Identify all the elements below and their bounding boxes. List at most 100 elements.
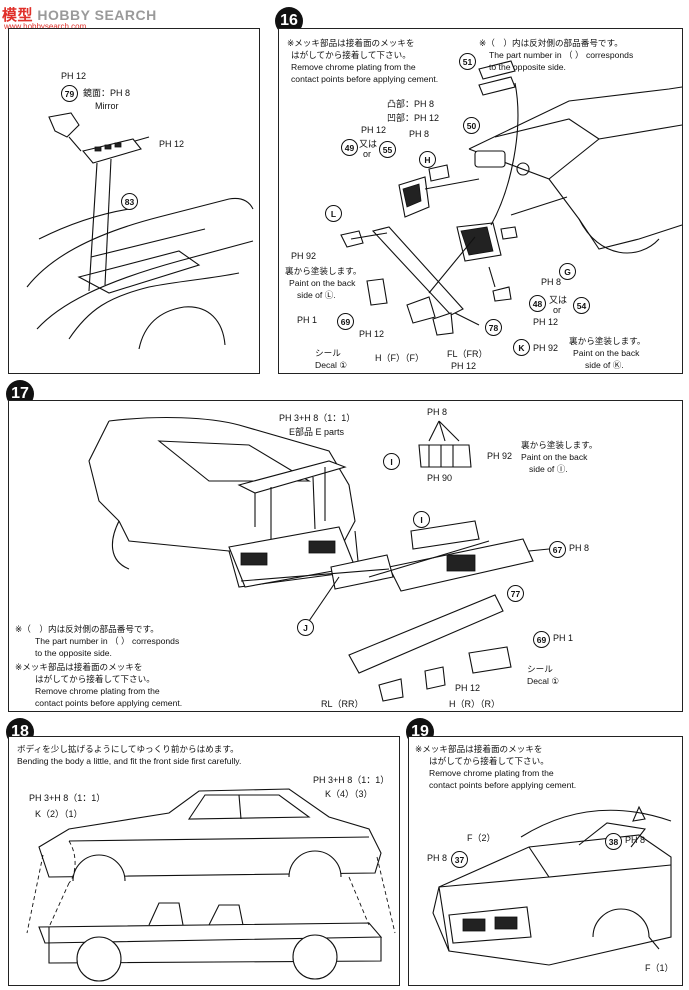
step16-part-55: 55 — [379, 141, 396, 158]
step17-part-69: 69 — [533, 631, 550, 648]
step16-ph12a: PH 12 — [361, 125, 387, 135]
step19-F2: F（2） — [467, 833, 496, 843]
step15-mirror-en: Mirror — [95, 101, 119, 111]
step16-part-78: 78 — [485, 319, 502, 336]
step17-part-67: 67 — [549, 541, 566, 558]
step16-ph12c: PH 12 — [451, 361, 477, 371]
step16-note-en1: Remove chrome plating from the — [291, 62, 416, 72]
step19-ph8b: PH 8 — [427, 853, 448, 863]
step16-ph92a: PH 92 — [291, 251, 317, 261]
step16-ph8b: PH 8 — [541, 277, 562, 287]
step16-back-en1: Paint on the back — [289, 278, 356, 288]
step17-back-en1: Paint on the back — [521, 452, 588, 462]
step16-paren-en2: to the opposite side. — [489, 62, 566, 72]
step16-part-48: 48 — [529, 295, 546, 312]
step16-paren-en1: The part number in （ ） corresponds — [489, 50, 634, 60]
step17-drawing — [88, 416, 550, 702]
step16-FL: FL（FR） — [447, 349, 488, 359]
step17-decal-ja: シール — [527, 664, 553, 674]
step18-inst-en: Bending the body a little, and fit the f… — [17, 756, 242, 766]
step16-part-51: 51 — [459, 53, 476, 70]
step17-ph8: PH 8 — [427, 407, 448, 417]
step17-ph90: PH 90 — [427, 473, 453, 483]
step16-note-ja2: はがしてから接着して下さい。 — [291, 50, 411, 60]
step17-ph12: PH 12 — [455, 683, 481, 693]
step18-mix-right: PH 3+H 8（1：1） — [313, 775, 390, 785]
step17-paren-en1: The part number in （ ） corresponds — [35, 636, 180, 646]
step16-back2-en1: Paint on the back — [573, 348, 640, 358]
step16-paren-ja: ※（ ）内は反対側の部品番号です。 — [479, 38, 623, 48]
step17-HR: H（R）（R） — [449, 699, 500, 709]
step16-HF: H（F）（F） — [375, 353, 424, 363]
step19-note-ja2: はがしてから接着して下さい。 — [429, 756, 549, 766]
step16-back-en2: side of Ⓛ. — [297, 290, 336, 300]
step16-back2-en2: side of Ⓚ. — [585, 360, 624, 370]
step17-eparts: E部品 E parts — [289, 427, 345, 437]
step15-drawing — [26, 112, 254, 350]
step17-note-ja2: はがしてから接着して下さい。 — [35, 674, 155, 684]
step16-part-H: H — [419, 151, 436, 168]
step16-decal-en: Decal ① — [315, 360, 348, 370]
step16-part-49: 49 — [341, 139, 358, 156]
step18-inst-ja: ボディを少し拡げるようにしてゆっくり前からはめます。 — [17, 744, 239, 754]
step16-part-50: 50 — [463, 117, 480, 134]
step17-part-I2: I — [413, 511, 430, 528]
step15-part-83: 83 — [121, 193, 138, 210]
step16-part-69: 69 — [337, 313, 354, 330]
step15-part-79: 79 — [61, 85, 78, 102]
step17-RL: RL（RR） — [321, 699, 364, 709]
step16-note-ja1: ※メッキ部品は接着面のメッキを — [287, 38, 415, 48]
step16-back2-ja: 裏から塗装します。 — [569, 336, 646, 346]
step16-ph12d: PH 12 — [533, 317, 559, 327]
step17-ph8b: PH 8 — [569, 543, 590, 553]
step16-drawing — [340, 60, 683, 336]
step19-panel: ※メッキ部品は接着面のメッキを はがしてから接着して下さい。 Remove ch… — [408, 736, 683, 986]
step19-note-ja1: ※メッキ部品は接着面のメッキを — [415, 744, 543, 754]
step16-concave: 凹部：PH 12 — [387, 113, 440, 123]
step16-panel: ※メッキ部品は接着面のメッキを はがしてから接着して下さい。 Remove ch… — [278, 28, 683, 374]
step16-or-ja1: 又は — [359, 139, 378, 149]
step17-paren-en2: to the opposite side. — [35, 648, 112, 658]
step17-ph1: PH 1 — [553, 633, 574, 643]
step16-part-K: K — [513, 339, 530, 356]
step19-drawing — [432, 805, 672, 966]
step18-K4: K（4）（3） — [325, 789, 373, 799]
step17-ph92: PH 92 — [487, 451, 513, 461]
step16-ph1: PH 1 — [297, 315, 318, 325]
step16-convex: 凸部：PH 8 — [387, 99, 435, 109]
step17-part-I: I — [383, 453, 400, 470]
step16-ph12b: PH 12 — [359, 329, 385, 339]
step16-or2: or — [553, 305, 562, 315]
step19-ph8a: PH 8 — [625, 835, 646, 845]
step16-or1: or — [363, 149, 372, 159]
step16-part-G: G — [559, 263, 576, 280]
step16-note-en2: contact points before applying cement. — [291, 74, 439, 84]
step17-paren-ja: ※（ ）内は反対側の部品番号です。 — [15, 624, 159, 634]
step17-note-en1: Remove chrome plating from the — [35, 686, 160, 696]
step16-back-ja: 裏から塗装します。 — [285, 266, 362, 276]
step19-F1: F（1） — [645, 963, 674, 973]
step18-mix-left: PH 3+H 8（1：1） — [29, 793, 106, 803]
step18-K2: K（2）（1） — [35, 809, 83, 819]
watermark-url: www.hobbysearch.com — [4, 22, 87, 31]
step17-decal-en: Decal ① — [527, 676, 560, 686]
step19-part-37: 37 — [451, 851, 468, 868]
step19-part-38: 38 — [605, 833, 622, 850]
watermark: 模型 HOBBY SEARCH www.hobbysearch.com — [2, 4, 157, 31]
step19-note-en1: Remove chrome plating from the — [429, 768, 554, 778]
step16-part-L: L — [325, 205, 342, 222]
step15-panel: PH 12 79 鏡面：PH 8 Mirror PH 12 83 — [8, 28, 260, 374]
step17-mix: PH 3+H 8（1：1） — [279, 413, 356, 423]
watermark-brand: HOBBY SEARCH — [37, 7, 157, 23]
step18-panel: ボディを少し拡げるようにしてゆっくり前からはめます。 Bending the b… — [8, 736, 400, 986]
step17-back-en2: side of Ⓘ. — [529, 464, 568, 474]
step15-mirror-ja: 鏡面：PH 8 — [83, 88, 131, 98]
step16-or-ja2: 又は — [549, 295, 568, 305]
step17-part-77: 77 — [507, 585, 524, 602]
step15-ph12-label: PH 12 — [61, 71, 87, 81]
step17-note-ja1: ※メッキ部品は接着面のメッキを — [15, 662, 143, 672]
step19-note-en2: contact points before applying cement. — [429, 780, 577, 790]
step16-ph92b: PH 92 — [533, 343, 559, 353]
step15-ph12b-label: PH 12 — [159, 139, 185, 149]
step17-note-en2: contact points before applying cement. — [35, 698, 183, 708]
